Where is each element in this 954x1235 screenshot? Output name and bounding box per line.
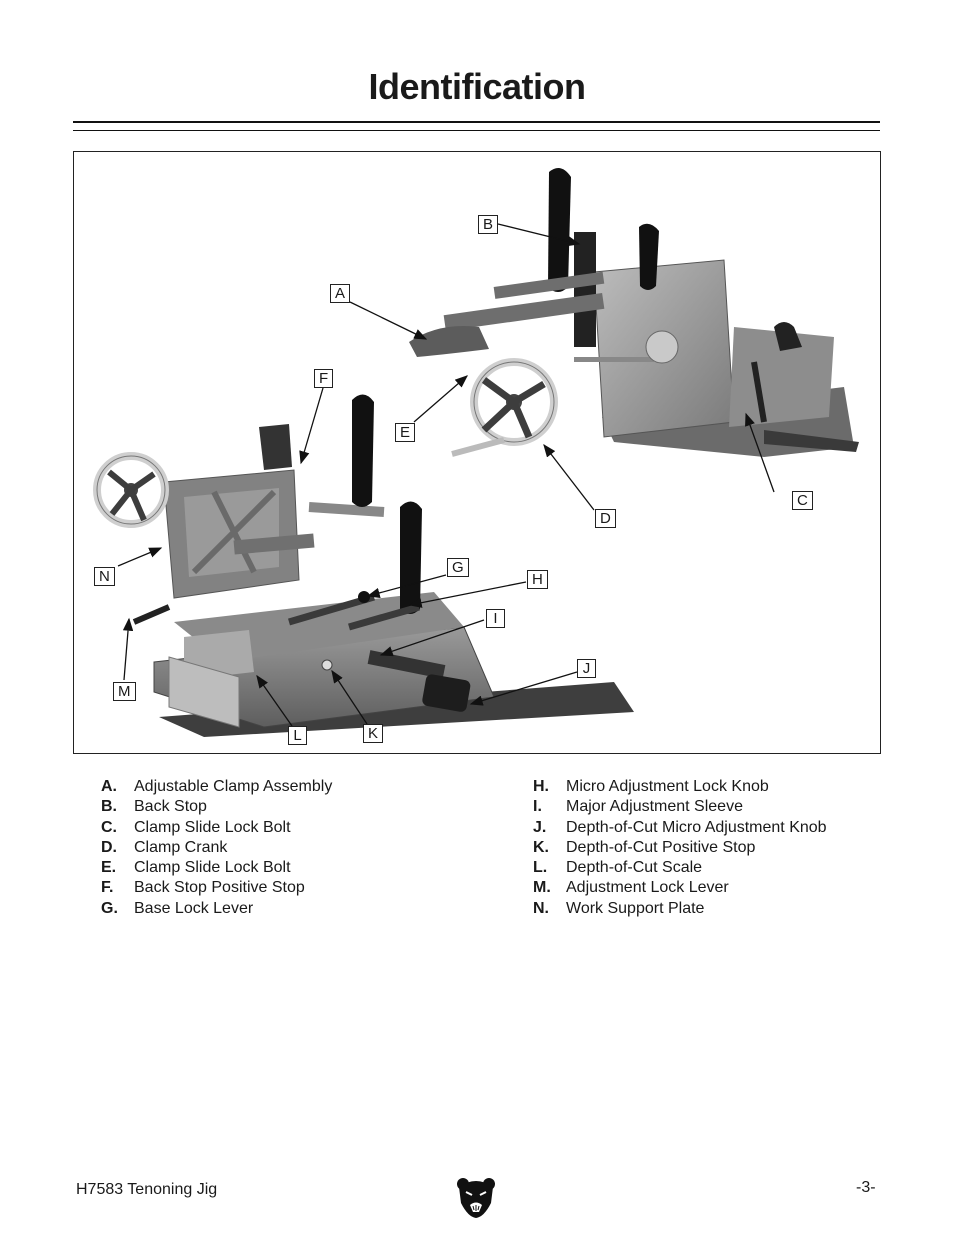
callout-i: I — [486, 609, 505, 628]
legend-item: I.Major Adjustment Sleeve — [533, 798, 743, 816]
callout-f: F — [314, 369, 334, 388]
callout-k: K — [363, 724, 384, 743]
callout-h: H — [527, 570, 548, 589]
footer-page-number: -3- — [856, 1179, 876, 1196]
callout-g: G — [447, 558, 469, 577]
legend-item: F.Back Stop Positive Stop — [101, 879, 305, 897]
legend-item: J.Depth-of-Cut Micro Adjustment Knob — [533, 818, 827, 836]
legend-item: H.Micro Adjustment Lock Knob — [533, 778, 769, 795]
legend-item: E.Clamp Slide Lock Bolt — [101, 859, 291, 877]
legend-item: M.Adjustment Lock Lever — [533, 879, 729, 897]
title-rule-bottom — [73, 130, 880, 131]
legend-item: N.Work Support Plate — [533, 899, 705, 917]
callout-c: C — [792, 491, 813, 510]
legend-item: K.Depth-of-Cut Positive Stop — [533, 838, 756, 856]
callout-e: E — [395, 423, 416, 442]
legend-item: G.Base Lock Lever — [101, 899, 254, 917]
title-rule-top — [73, 121, 880, 123]
leader-lines — [117, 223, 775, 727]
callout-n: N — [94, 567, 115, 586]
legend-item: C.Clamp Slide Lock Bolt — [101, 818, 291, 836]
right-jig — [409, 168, 859, 457]
callout-b: B — [478, 215, 499, 234]
callout-l: L — [288, 726, 307, 745]
legend-item: D.Clamp Crank — [101, 838, 228, 856]
legend-item: B.Back Stop — [101, 798, 207, 816]
callout-j: J — [577, 659, 596, 678]
left-jig — [93, 394, 634, 737]
footer-model-name: H7583 Tenoning Jig — [76, 1181, 218, 1198]
legend-item: L.Depth-of-Cut Scale — [533, 859, 703, 877]
identification-figure: A B C D E F G H I J K L M N — [73, 151, 881, 754]
legend-right: H.Micro Adjustment Lock Knob I.Major Adj… — [533, 777, 827, 919]
grizzly-bear-logo-icon — [456, 1177, 496, 1224]
legend-item: A.Adjustable Clamp Assembly — [101, 778, 333, 795]
legend-left: A.Adjustable Clamp Assembly B.Back Stop … — [101, 777, 332, 919]
page-title: Identification — [368, 66, 587, 107]
tenoning-jig-illustration — [93, 168, 859, 737]
callout-a: A — [330, 284, 351, 303]
callout-m: M — [113, 682, 136, 701]
callout-d: D — [595, 509, 616, 528]
